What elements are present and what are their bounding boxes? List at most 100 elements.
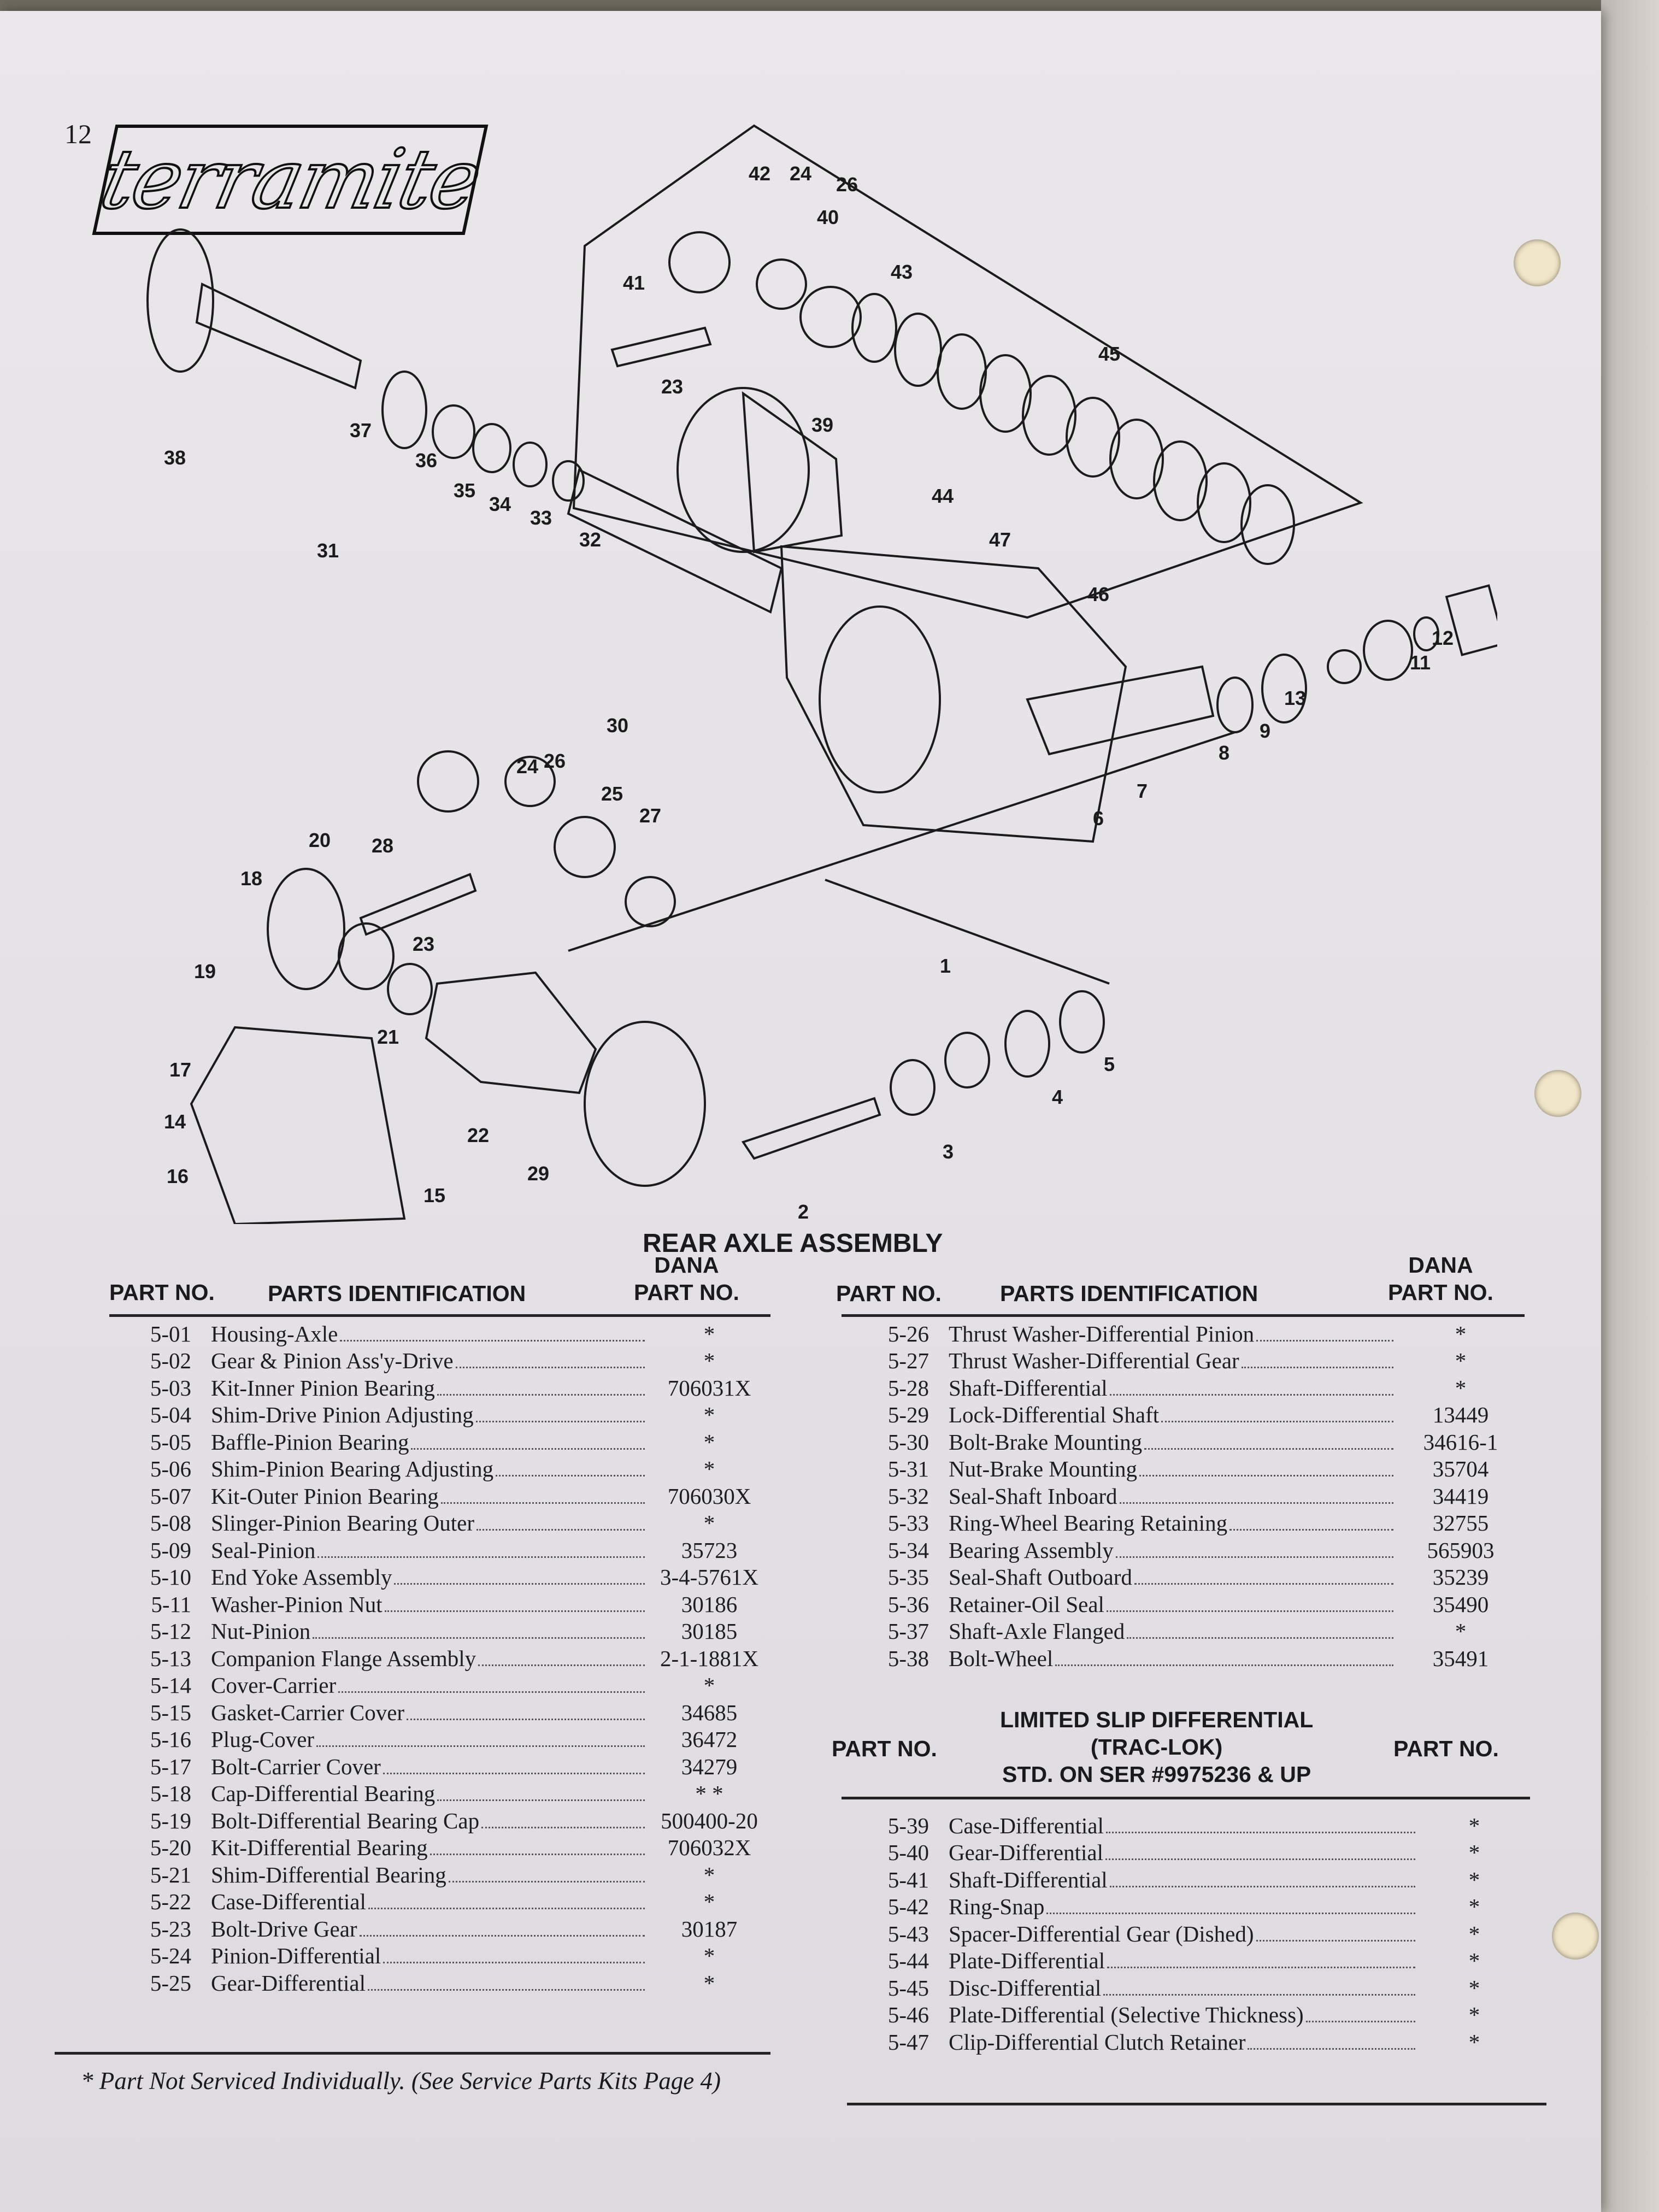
dot-leader bbox=[317, 1556, 645, 1558]
dana-part-number: 35491 bbox=[1432, 1645, 1489, 1671]
dot-leader bbox=[440, 1502, 645, 1504]
part-number: 5-04 bbox=[150, 1402, 191, 1427]
dana-part-number: * bbox=[703, 1348, 715, 1373]
dana-part-number: * bbox=[1468, 1894, 1480, 1919]
dot-leader bbox=[383, 1772, 645, 1774]
trac-lok-inset-outline bbox=[572, 124, 1363, 619]
part-number: 5-34 bbox=[887, 1537, 929, 1563]
dana-part-number: 32755 bbox=[1432, 1510, 1489, 1536]
part-description: Kit-Differential Bearing bbox=[211, 1834, 648, 1861]
table-row: 5-03 Kit-Inner Pinion Bearing 706031X bbox=[82, 1374, 770, 1401]
part-description: Retainer-Oil Seal bbox=[949, 1590, 1397, 1617]
dana-part-number: * bbox=[1468, 1840, 1480, 1865]
part-number: 5-39 bbox=[887, 1813, 929, 1838]
part-description: Nut-Pinion bbox=[211, 1617, 648, 1645]
dana-part-number: 34616-1 bbox=[1423, 1429, 1498, 1455]
callout: 35 bbox=[454, 479, 475, 502]
dot-leader bbox=[1107, 1967, 1415, 1968]
dana-part-number: 706031X bbox=[667, 1375, 751, 1401]
part-description: Ring-Snap bbox=[949, 1893, 1419, 1920]
dot-leader bbox=[1109, 1393, 1393, 1396]
lsd-header-part-no-right: PART NO. bbox=[1393, 1736, 1499, 1761]
callout: 26 bbox=[544, 750, 566, 772]
part-description: Lock-Differential Shaft bbox=[949, 1401, 1397, 1428]
dana-part-number: * bbox=[1455, 1619, 1467, 1644]
dot-leader bbox=[407, 1718, 645, 1720]
dot-leader bbox=[478, 1664, 645, 1666]
dana-part-number: * bbox=[1468, 2002, 1480, 2027]
part-number: 5-25 bbox=[150, 1970, 191, 1996]
part-description: Clip-Differential Clutch Retainer bbox=[949, 2028, 1419, 2055]
page-number: 12 bbox=[64, 119, 92, 149]
diagram-callouts: 1 2 3 4 5 6 7 8 9 11 12 13 14 15 16 17 1… bbox=[164, 162, 1454, 1223]
part-description: Nut-Brake Mounting bbox=[949, 1455, 1397, 1482]
part-number: 5-21 bbox=[150, 1862, 191, 1887]
part-description: Thrust Washer-Differential Pinion bbox=[949, 1320, 1397, 1347]
differential-shaft-lower bbox=[359, 873, 477, 936]
lsd-header-part-no-left: PART NO. bbox=[832, 1736, 937, 1761]
part-number: 5-27 bbox=[887, 1348, 929, 1373]
callout: 9 bbox=[1260, 720, 1270, 742]
part-description-text: Ring-Snap bbox=[949, 1894, 1045, 1919]
part-number: 5-03 bbox=[150, 1375, 191, 1401]
part-number: 5-37 bbox=[887, 1619, 929, 1644]
lsd-header-rule bbox=[842, 1797, 1530, 1799]
axle-shaft bbox=[195, 283, 362, 390]
lsd-header-title: LIMITED SLIP DIFFERENTIAL (TRAC-LOK) STD… bbox=[1000, 1707, 1314, 1787]
part-description: Ring-Wheel Bearing Retaining bbox=[949, 1509, 1397, 1537]
callout: 3 bbox=[943, 1140, 954, 1163]
part-description-text: Kit-Inner Pinion Bearing bbox=[211, 1375, 435, 1401]
callout: 21 bbox=[377, 1026, 399, 1048]
axle-housing bbox=[780, 545, 1127, 843]
dot-leader bbox=[411, 1448, 645, 1450]
part-number: 5-17 bbox=[150, 1754, 191, 1779]
dana-part-number: * bbox=[703, 1402, 715, 1427]
part-number: 5-06 bbox=[150, 1456, 191, 1481]
part-description-text: Cover-Carrier bbox=[211, 1673, 337, 1698]
dana-part-number: * bbox=[703, 1456, 715, 1481]
callout: 4 bbox=[1052, 1086, 1063, 1108]
catalog-page: 12 terramite bbox=[0, 11, 1601, 2212]
part-description-text: Bolt-Carrier Cover bbox=[211, 1754, 381, 1779]
dot-leader bbox=[316, 1745, 645, 1747]
dot-leader bbox=[1256, 1939, 1415, 1942]
part-number: 5-47 bbox=[887, 2029, 929, 2055]
dot-leader bbox=[313, 1637, 645, 1639]
right-header-dana: DANA PART NO. bbox=[1388, 1252, 1493, 1305]
dana-part-number: 13449 bbox=[1432, 1402, 1489, 1427]
part-description-text: Disc-Differential bbox=[949, 1975, 1102, 2001]
dot-leader bbox=[1256, 1339, 1393, 1342]
dana-part-number: * bbox=[1468, 2029, 1480, 2055]
part-description: Companion Flange Assembly bbox=[211, 1644, 648, 1672]
callout: 31 bbox=[317, 539, 339, 562]
part-description-text: Thrust Washer-Differential Pinion bbox=[949, 1321, 1255, 1346]
part-number: 5-01 bbox=[150, 1321, 191, 1346]
part-description: Gear & Pinion Ass'y-Drive bbox=[211, 1347, 648, 1374]
part-description-text: Bolt-Differential Bearing Cap bbox=[211, 1808, 480, 1833]
axle-tube-left bbox=[567, 468, 783, 614]
part-description-text: Plug-Cover bbox=[211, 1727, 315, 1752]
part-number: 5-31 bbox=[887, 1456, 929, 1481]
right-header-parts-id: PARTS IDENTIFICATION bbox=[1000, 1281, 1258, 1306]
binder-hole-bottom bbox=[1552, 1913, 1599, 1960]
callout: 8 bbox=[1219, 742, 1229, 764]
dana-part-number: 36472 bbox=[681, 1727, 738, 1752]
callout: 28 bbox=[372, 834, 393, 857]
dot-leader bbox=[394, 1583, 645, 1585]
dana-part-number: * bbox=[703, 1970, 715, 1996]
part-number: 5-20 bbox=[150, 1835, 191, 1860]
dana-part-number: 500400-20 bbox=[661, 1808, 758, 1833]
part-description-text: Thrust Washer-Differential Gear bbox=[949, 1348, 1239, 1373]
part-description: Case-Differential bbox=[949, 1811, 1419, 1839]
callout: 45 bbox=[1098, 343, 1120, 365]
part-description-text: Clip-Differential Clutch Retainer bbox=[949, 2029, 1246, 2055]
